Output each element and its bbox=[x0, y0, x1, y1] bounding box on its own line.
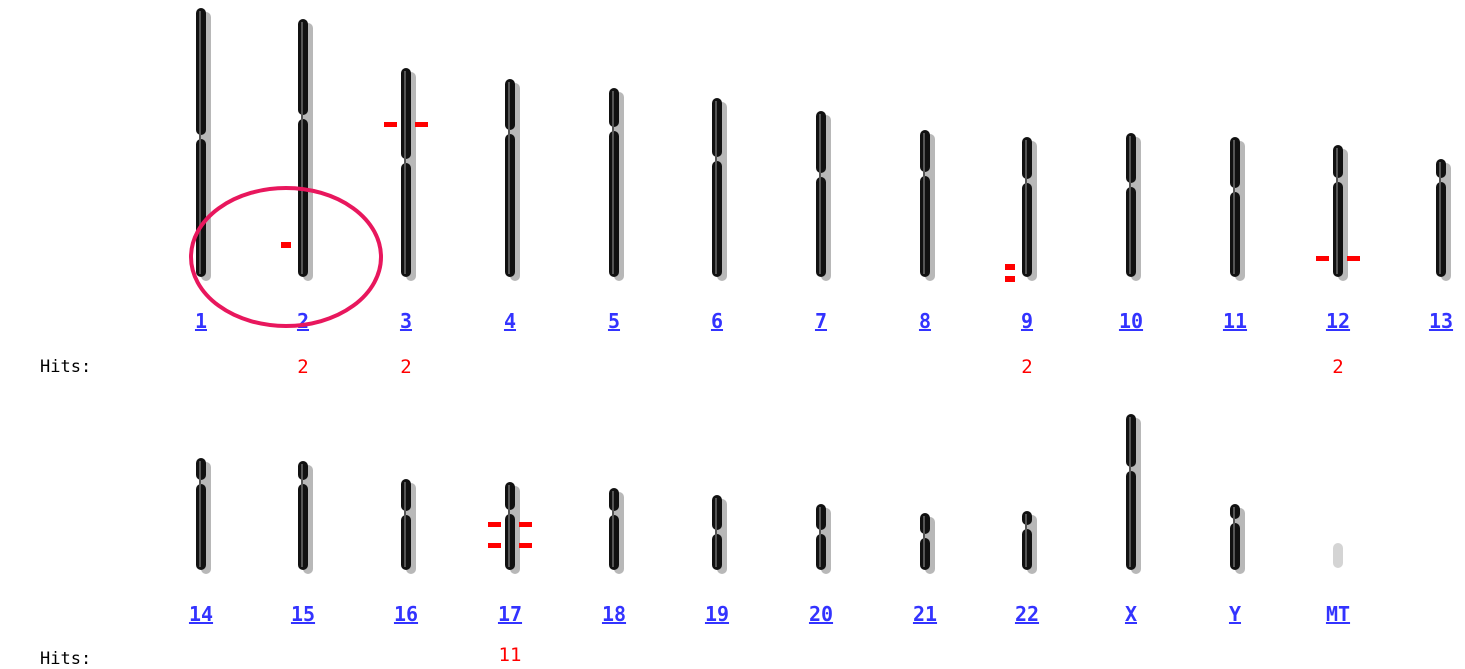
chromosome-10[interactable] bbox=[1126, 133, 1141, 281]
chromosome-highlight bbox=[1233, 140, 1235, 274]
hit-marker bbox=[488, 543, 501, 548]
hit-marker bbox=[1316, 256, 1329, 261]
chromosome-highlight bbox=[1129, 417, 1131, 567]
chromosome-y[interactable] bbox=[1230, 504, 1245, 574]
chromosome-link-y[interactable]: Y bbox=[1229, 602, 1241, 626]
hits-label: Hits: bbox=[40, 649, 91, 669]
chromosome-highlight bbox=[508, 485, 510, 567]
chromosome-highlight bbox=[508, 82, 510, 274]
chromosome-11[interactable] bbox=[1230, 137, 1245, 281]
chromosome-link-17[interactable]: 17 bbox=[498, 602, 522, 626]
chromosome-highlight bbox=[1439, 162, 1441, 274]
hit-marker bbox=[519, 543, 532, 548]
chromosome-12[interactable] bbox=[1333, 145, 1348, 281]
chromosome-link-2[interactable]: 2 bbox=[297, 309, 309, 333]
chromosome-link-20[interactable]: 20 bbox=[809, 602, 833, 626]
chromosome-highlight bbox=[612, 91, 614, 274]
chromosome-link-12[interactable]: 12 bbox=[1326, 309, 1350, 333]
hit-marker bbox=[1005, 264, 1015, 270]
hits-label: Hits: bbox=[40, 357, 91, 377]
chromosome-link-9[interactable]: 9 bbox=[1021, 309, 1033, 333]
chromosome-22[interactable] bbox=[1022, 511, 1037, 574]
chromosome-highlight bbox=[199, 461, 201, 567]
chromosome-highlight bbox=[199, 11, 201, 274]
chromosome-link-16[interactable]: 16 bbox=[394, 602, 418, 626]
hit-count-2: 2 bbox=[297, 356, 308, 378]
chromosome-highlight bbox=[301, 464, 303, 567]
chromosome-link-1[interactable]: 1 bbox=[195, 309, 207, 333]
chromosome-link-13[interactable]: 13 bbox=[1429, 309, 1453, 333]
chromosome-link-7[interactable]: 7 bbox=[815, 309, 827, 333]
chromosome-link-21[interactable]: 21 bbox=[913, 602, 937, 626]
chromosome-21[interactable] bbox=[920, 513, 935, 574]
chromosome-16[interactable] bbox=[401, 479, 416, 574]
hit-count-9: 2 bbox=[1021, 356, 1032, 378]
chromosome-6[interactable] bbox=[712, 98, 727, 281]
chromosome-link-10[interactable]: 10 bbox=[1119, 309, 1143, 333]
chromosome-highlight bbox=[1336, 148, 1338, 274]
chromosome-18[interactable] bbox=[609, 488, 624, 574]
chromosome-link-18[interactable]: 18 bbox=[602, 602, 626, 626]
chromosome-highlight bbox=[923, 516, 925, 567]
chromosome-highlight bbox=[1025, 514, 1027, 567]
chromosome-link-5[interactable]: 5 bbox=[608, 309, 620, 333]
hit-marker bbox=[1347, 256, 1360, 261]
chromosome-8[interactable] bbox=[920, 130, 935, 281]
chromosome-highlight bbox=[612, 491, 614, 567]
chromosome-14[interactable] bbox=[196, 458, 211, 574]
chromosome-x[interactable] bbox=[1126, 414, 1141, 574]
chromosome-link-x[interactable]: X bbox=[1125, 602, 1137, 626]
chromosome-15[interactable] bbox=[298, 461, 313, 574]
chromosome-highlight bbox=[715, 498, 717, 567]
chromosome-highlight bbox=[1233, 507, 1235, 567]
hit-marker bbox=[415, 122, 428, 127]
hit-count-3: 2 bbox=[400, 356, 411, 378]
chromosome-1[interactable] bbox=[196, 8, 211, 281]
chromosome-19[interactable] bbox=[712, 495, 727, 574]
chromosome-link-22[interactable]: 22 bbox=[1015, 602, 1039, 626]
hit-marker bbox=[281, 242, 291, 248]
chromosome-link-mt[interactable]: MT bbox=[1326, 602, 1350, 626]
chromosome-highlight bbox=[404, 482, 406, 567]
hit-marker bbox=[519, 522, 532, 527]
chromosome-link-4[interactable]: 4 bbox=[504, 309, 516, 333]
chromosome-5[interactable] bbox=[609, 88, 624, 281]
hit-marker bbox=[488, 522, 501, 527]
chromosome-17[interactable] bbox=[505, 482, 520, 574]
chromosome-13[interactable] bbox=[1436, 159, 1451, 281]
karyotype-row-2: Hits: 14 15 16 17 11 18 19 20 21 22 X Y MT bbox=[40, 414, 1350, 669]
hit-count-17: 11 bbox=[499, 644, 522, 666]
hit-marker bbox=[384, 122, 397, 127]
chromosome-2[interactable] bbox=[298, 19, 313, 281]
chromosome-3[interactable] bbox=[401, 68, 416, 281]
chromosome-link-3[interactable]: 3 bbox=[400, 309, 412, 333]
chromosome-link-14[interactable]: 14 bbox=[189, 602, 213, 626]
chromosome-highlight bbox=[1025, 140, 1027, 274]
chromosome-link-15[interactable]: 15 bbox=[291, 602, 315, 626]
annotation-circle bbox=[191, 188, 381, 326]
chromosome-highlight bbox=[301, 22, 303, 274]
chromosome-highlight bbox=[715, 101, 717, 274]
hit-count-12: 2 bbox=[1332, 356, 1343, 378]
chromosome-9[interactable] bbox=[1022, 137, 1037, 281]
chromosome-highlight bbox=[923, 133, 925, 274]
hit-marker bbox=[1005, 276, 1015, 282]
chromosome-link-6[interactable]: 6 bbox=[711, 309, 723, 333]
chromosome-link-19[interactable]: 19 bbox=[705, 602, 729, 626]
chromosome-highlight bbox=[1129, 136, 1131, 274]
chromosome-highlight bbox=[404, 71, 406, 274]
chromosome-p-arm bbox=[1333, 543, 1343, 568]
chromosome-7[interactable] bbox=[816, 111, 831, 281]
chromosome-highlight bbox=[819, 507, 821, 567]
annotation-layer bbox=[191, 188, 381, 326]
chromosome-link-8[interactable]: 8 bbox=[919, 309, 931, 333]
chromosome-20[interactable] bbox=[816, 504, 831, 574]
chromosome-4[interactable] bbox=[505, 79, 520, 281]
chromosome-mt[interactable] bbox=[1333, 543, 1343, 568]
chromosome-highlight bbox=[819, 114, 821, 274]
chromosome-link-11[interactable]: 11 bbox=[1223, 309, 1247, 333]
